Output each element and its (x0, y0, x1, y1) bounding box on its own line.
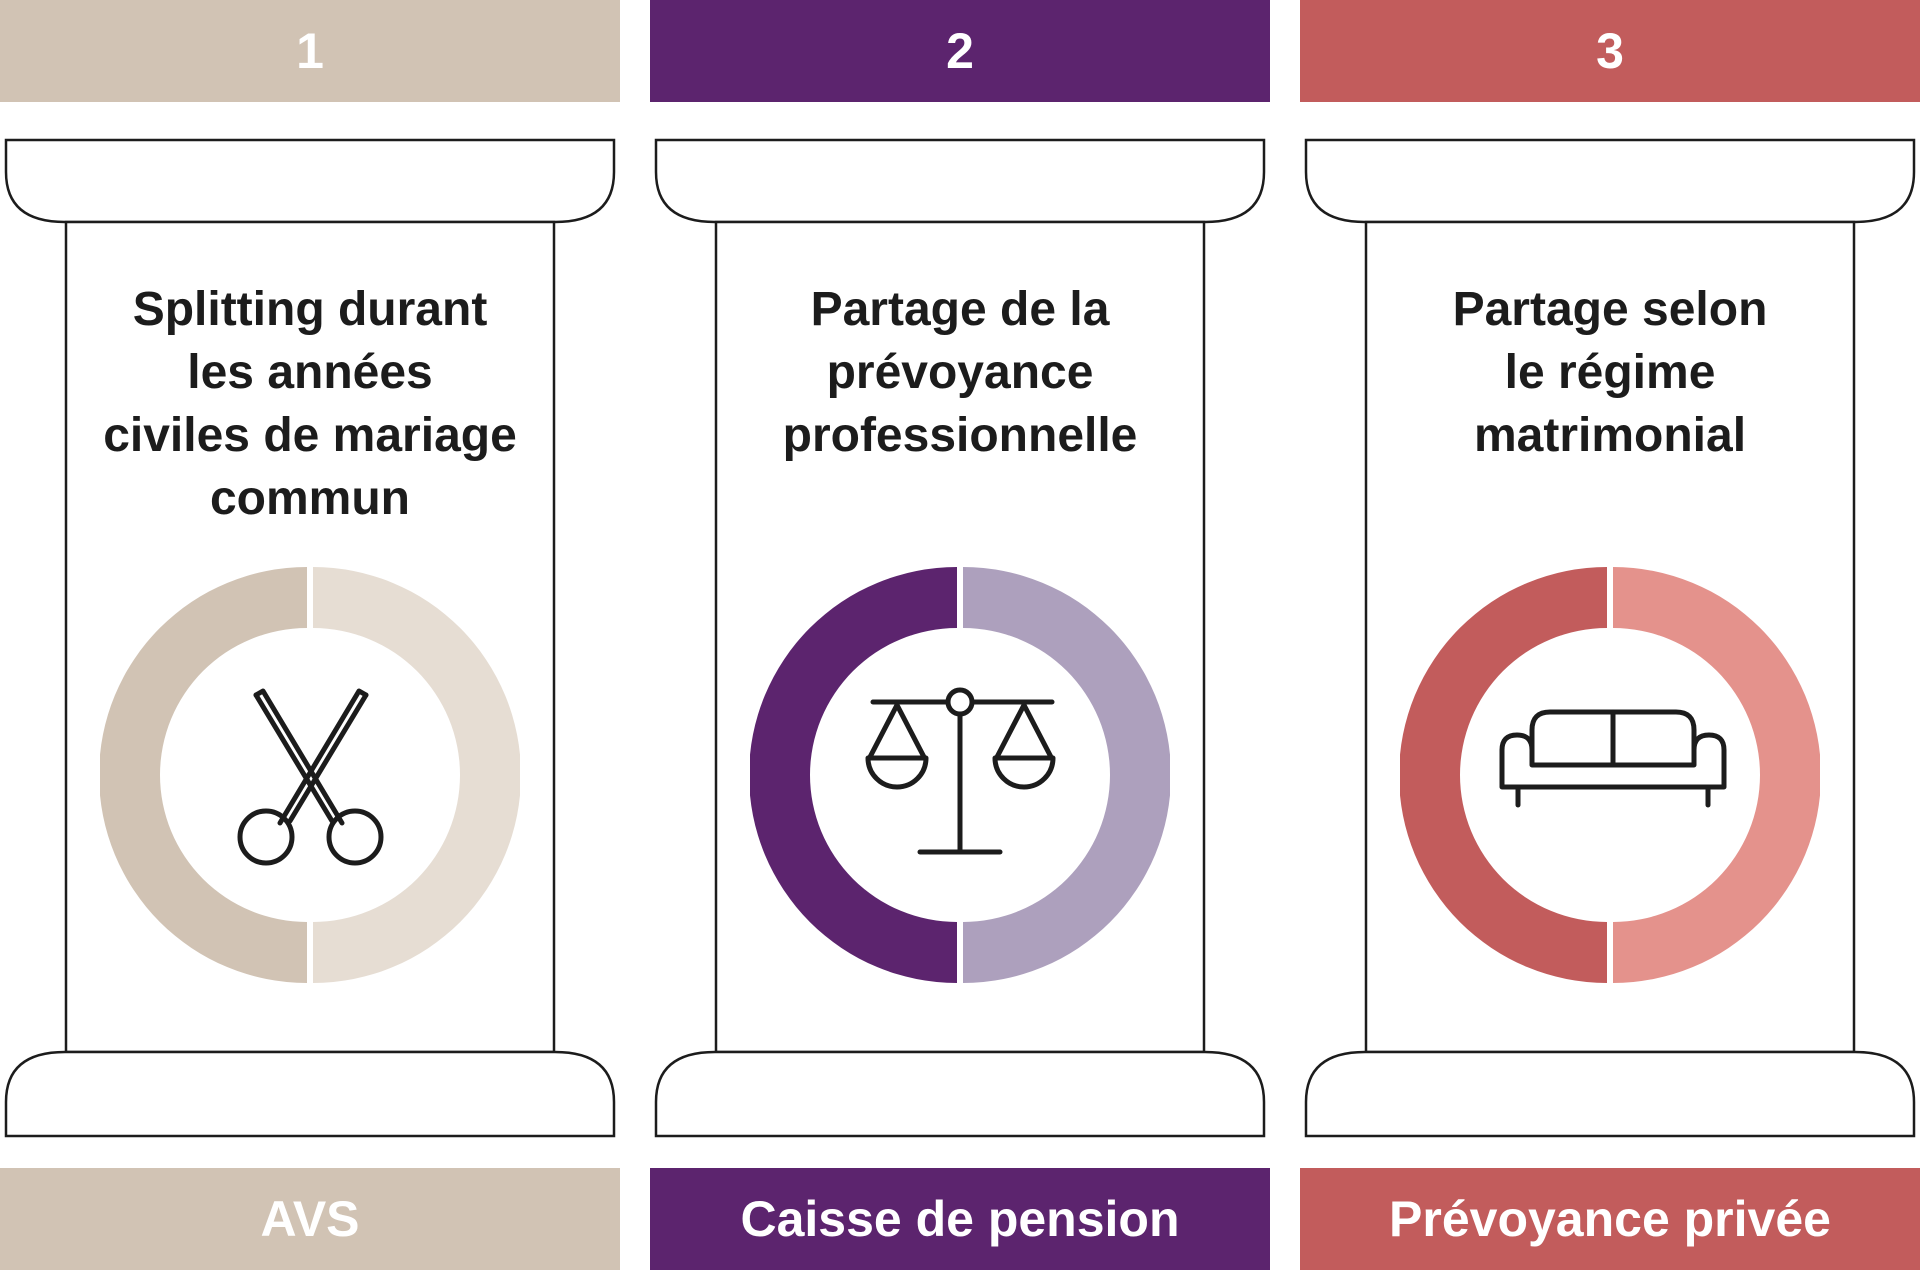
pillar-label: AVS (260, 1191, 360, 1247)
pillar-number: 2 (946, 23, 974, 79)
pillar-title: Partage de la prévoyance professionnelle (710, 278, 1210, 467)
pillar-outline (1304, 138, 1916, 1138)
donut-left-half (1400, 567, 1607, 983)
pillar-title-line: professionnelle (782, 409, 1138, 462)
scissors-icon (237, 688, 384, 866)
pillar-number: 1 (296, 23, 324, 79)
pillar-outline (4, 138, 616, 1138)
pillar-2: 2 Partage de la prévoyance professionnel… (650, 0, 1270, 1270)
pillar-title-line: commun (209, 472, 410, 525)
donut-right-half (1613, 567, 1820, 983)
pillar-number-bar: 2 (650, 0, 1270, 102)
pillar-title: Splitting durant les années civiles de m… (60, 278, 560, 530)
pillar-label: Prévoyance privée (1389, 1191, 1831, 1247)
pillar-1: 1 Splitting durant les années civiles de… (0, 0, 620, 1270)
pillar-title-line: Partage de la (810, 283, 1110, 336)
split-donut (750, 567, 1170, 983)
scales-icon (865, 687, 1056, 855)
pillar-title: Partage selon le régime matrimonial (1360, 278, 1860, 467)
donut-left-half (100, 567, 307, 983)
pillar-title-line: Splitting durant (132, 283, 488, 336)
donut-right-half (963, 567, 1170, 983)
pillar-title-line: le régime (1504, 346, 1716, 399)
pillar-label-bar: AVS (0, 1168, 620, 1270)
donut-left-half (750, 567, 957, 983)
pillar-title-line: matrimonial (1473, 409, 1747, 462)
pillar-label-bar: Prévoyance privée (1300, 1168, 1920, 1270)
pillar-label-bar: Caisse de pension (650, 1168, 1270, 1270)
split-donut (1400, 567, 1820, 983)
pillar-number: 3 (1596, 23, 1624, 79)
donut-right-half (313, 567, 520, 983)
pillar-number-bar: 3 (1300, 0, 1920, 102)
split-donut (100, 567, 520, 983)
sofa-icon (1499, 709, 1727, 808)
pillar-3: 3 Partage selon le régime matrimonial Pr… (1300, 0, 1920, 1270)
pillar-title-line: prévoyance (826, 346, 1094, 399)
pillar-label: Caisse de pension (740, 1191, 1180, 1247)
pillar-number-bar: 1 (0, 0, 620, 102)
pillar-title-line: civiles de mariage (103, 409, 517, 462)
pillar-outline (654, 138, 1266, 1138)
pillar-title-line: les années (187, 346, 433, 399)
pillar-title-line: Partage selon (1452, 283, 1768, 336)
